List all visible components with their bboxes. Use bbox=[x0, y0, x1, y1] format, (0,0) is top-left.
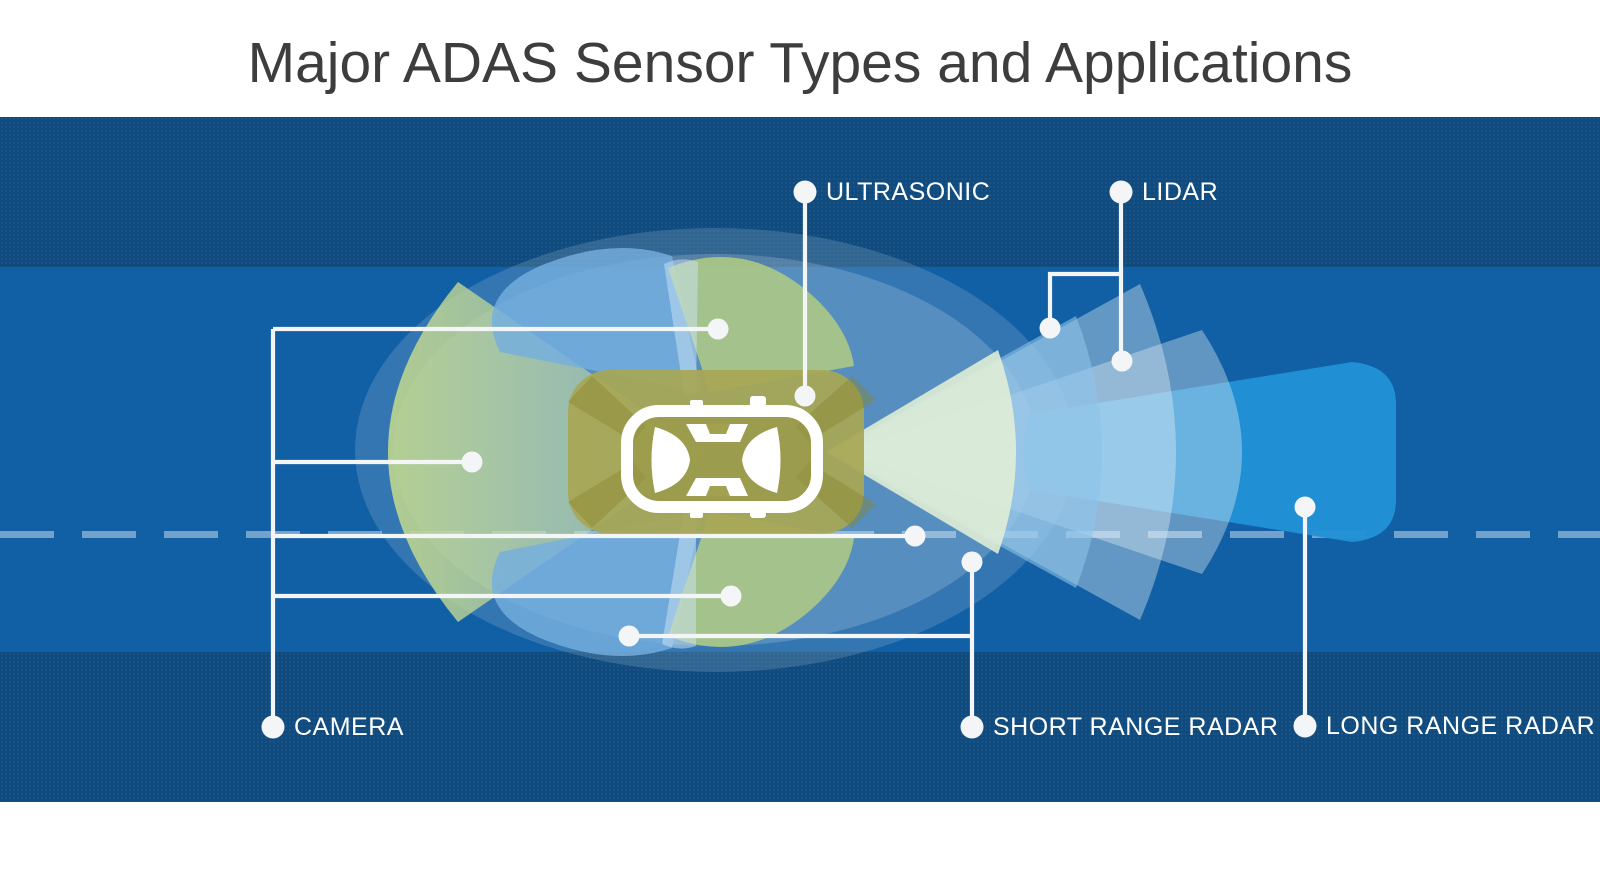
sensor-coverage-diagram bbox=[261, 180, 1396, 739]
car-top-view bbox=[621, 396, 823, 518]
side-camera-cone-lower bbox=[668, 512, 854, 647]
header-band: Major ADAS Sensor Types and Applications bbox=[0, 0, 1600, 117]
road-scene bbox=[0, 117, 1600, 802]
label-lidar: LIDAR bbox=[1142, 178, 1219, 206]
car-rear-window bbox=[651, 427, 690, 493]
leader-lines bbox=[270, 194, 1308, 727]
label-short-range-radar: SHORT RANGE RADAR bbox=[993, 713, 1279, 741]
car-windshield bbox=[742, 427, 781, 493]
footer-band: NATIONAL INSTRUMENTS™ bbox=[0, 802, 1600, 891]
short-range-radar-label-dot bbox=[960, 715, 984, 739]
camera-label-dot bbox=[261, 715, 285, 739]
front-camera-cone-pale bbox=[826, 350, 1016, 554]
narrow-beam-up bbox=[664, 259, 698, 394]
corner-radar-cone-lower-left bbox=[491, 512, 702, 656]
page-title: Major ADAS Sensor Types and Applications bbox=[247, 31, 1353, 95]
long-range-radar-label-dot bbox=[1293, 714, 1317, 738]
ultrasonic-label-dot bbox=[793, 180, 817, 204]
label-ultrasonic: ULTRASONIC bbox=[826, 178, 991, 206]
label-long-range-radar: LONG RANGE RADAR bbox=[1326, 712, 1596, 740]
side-camera-cone-upper bbox=[668, 257, 854, 392]
corner-radar-cone-upper-left bbox=[491, 248, 702, 392]
narrow-beam-down bbox=[662, 510, 696, 649]
lidar-label-dot bbox=[1109, 180, 1133, 204]
label-camera: CAMERA bbox=[294, 713, 404, 741]
leader-dots bbox=[261, 180, 1317, 739]
